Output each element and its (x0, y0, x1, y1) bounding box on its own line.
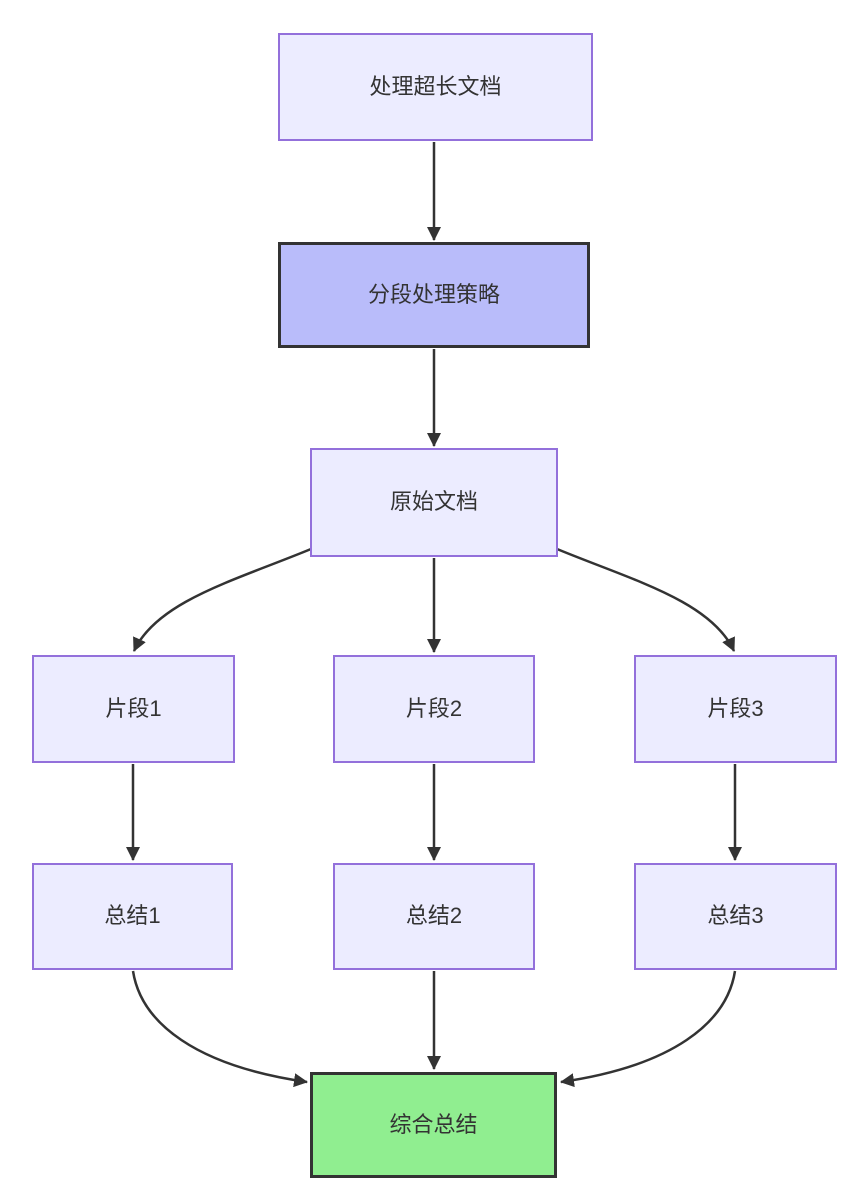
node-fragment-1: 片段1 (32, 655, 235, 763)
node-summary-2: 总结2 (333, 863, 535, 970)
node-label: 原始文档 (389, 489, 478, 515)
node-original-doc: 原始文档 (310, 448, 558, 557)
node-label: 片段1 (105, 695, 162, 721)
node-label: 分段处理策略 (367, 281, 500, 307)
node-label: 总结2 (405, 903, 463, 929)
node-summary-1: 总结1 (32, 863, 233, 970)
node-fragment-3: 片段3 (634, 655, 837, 763)
node-segment-strategy: 分段处理策略 (278, 242, 590, 348)
node-summary-3: 总结3 (634, 863, 837, 970)
node-process-long-doc: 处理超长文档 (278, 33, 593, 141)
node-fragment-2: 片段2 (333, 655, 535, 763)
node-label: 片段3 (707, 695, 764, 721)
node-final-summary: 综合总结 (310, 1072, 557, 1178)
edge-e1-f (131, 970, 308, 1088)
edge-c-d1 (132, 547, 312, 652)
node-label: 综合总结 (389, 1111, 478, 1137)
edge-c-d3 (556, 547, 736, 652)
node-label: 片段2 (405, 695, 463, 721)
node-label: 总结3 (707, 903, 764, 929)
node-label: 总结1 (104, 903, 161, 929)
node-label: 处理超长文档 (369, 73, 502, 99)
edge-e3-f (560, 970, 737, 1088)
